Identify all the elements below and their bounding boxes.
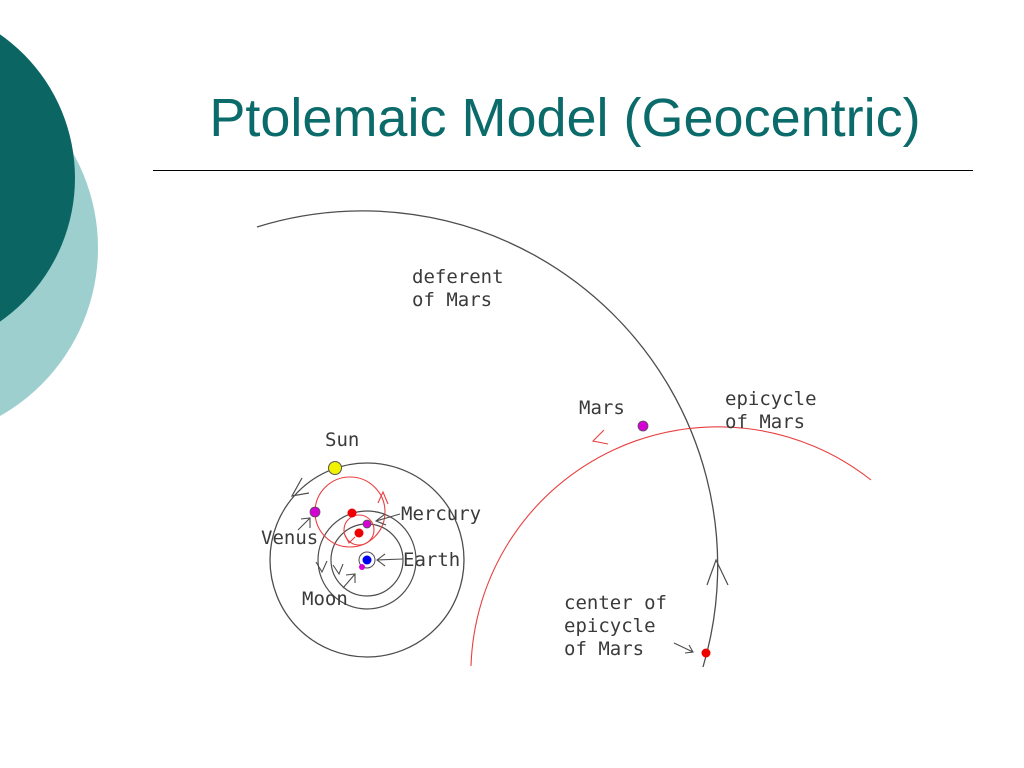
center-pointer-arrow (673, 642, 694, 654)
slide-title: Ptolemaic Model (Geocentric) (209, 88, 921, 148)
deferent-label-line2: of Mars (412, 289, 492, 311)
earth-dot (362, 555, 372, 565)
title-rule (153, 170, 973, 171)
sun-orbit-arrow (290, 477, 310, 497)
mercury-epicycle-arrow (344, 534, 356, 544)
mercury-orbit-arrow (332, 563, 344, 576)
venus-pointer-arrow (297, 517, 311, 531)
moon-pointer-arrow (342, 573, 356, 589)
epicycle-label-line1: epicycle (725, 388, 817, 410)
epicycle-of-mars-path (470, 426, 872, 667)
deferent-label-line1: deferent (412, 266, 504, 288)
center-label-line2: epicycle (564, 615, 656, 637)
venus-epicycle-arrow (377, 490, 389, 505)
venus-orbit-arrow (315, 560, 328, 574)
earth-pointer-arrow (376, 553, 404, 567)
moon-label: Moon (302, 588, 348, 610)
epicycle-label-line2: of Mars (725, 411, 805, 433)
moon-orbit (358, 551, 376, 569)
epicycle-direction-arrow (591, 429, 609, 445)
decorative-dark-circle (0, 34, 75, 322)
sun-orbit (269, 462, 465, 658)
mercury-pointer-arrow (374, 513, 401, 526)
venus-dot (309, 506, 321, 518)
earth-label: Earth (403, 549, 460, 571)
center-label-line3: of Mars (564, 638, 644, 660)
mercury-epicycle (343, 514, 375, 546)
mercury-label: Mercury (401, 503, 481, 525)
venus-epicycle-center-dot (347, 508, 357, 518)
deferent-direction-arrow (706, 558, 729, 586)
sun-label: Sun (325, 429, 359, 451)
mars-label: Mars (579, 397, 625, 419)
epicycle-center-dot (701, 648, 711, 658)
center-label-line1: center of (564, 592, 667, 614)
venus-label: Venus (261, 527, 318, 549)
moon-dot (359, 564, 365, 570)
mercury-epicycle-center-dot (354, 528, 364, 538)
mars-dot (637, 420, 649, 432)
sun-dot (328, 461, 342, 475)
mercury-dot (362, 519, 372, 529)
venus-orbit (317, 510, 417, 610)
deferent-of-mars-orbit (256, 210, 719, 668)
